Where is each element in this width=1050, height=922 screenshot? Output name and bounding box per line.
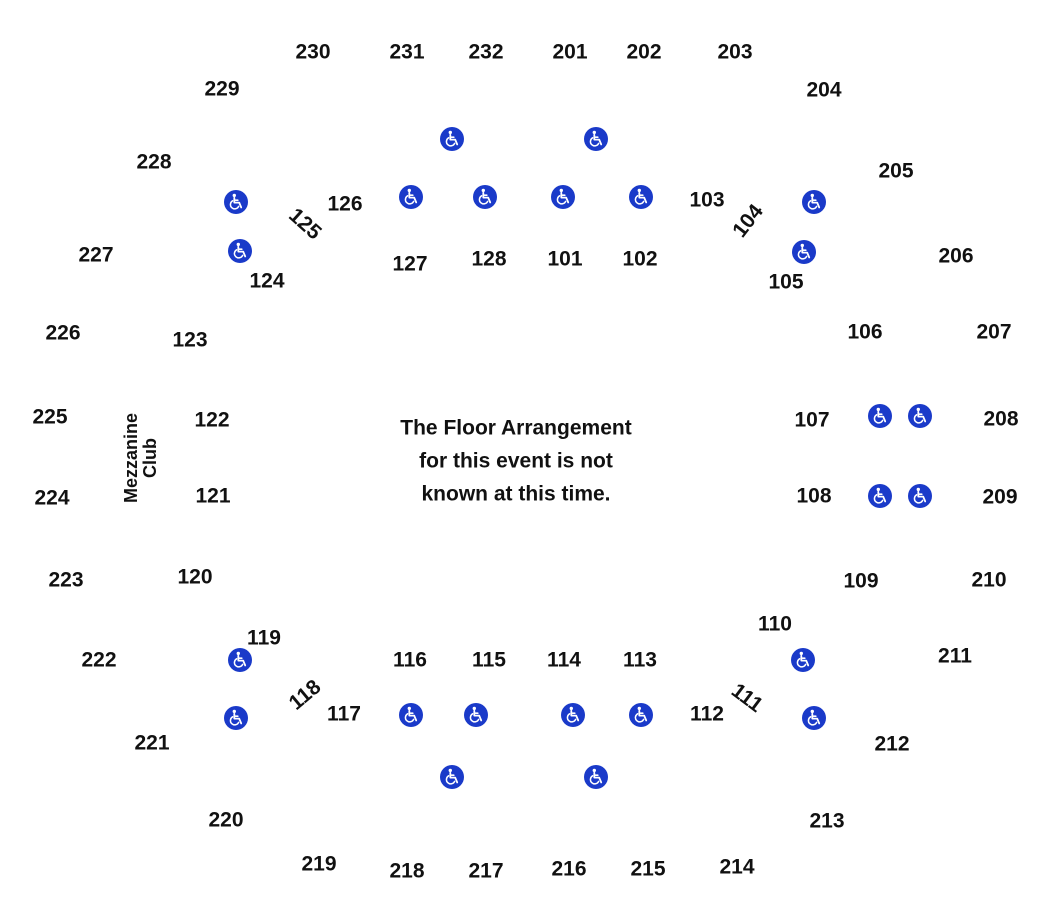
notice-line: known at this time. — [421, 482, 611, 506]
wheelchair-icon — [399, 703, 423, 727]
section-109[interactable]: 109 — [843, 569, 879, 593]
wheelchair-icon — [584, 127, 608, 151]
wheelchair-icon — [791, 648, 815, 672]
section-106[interactable]: 106 — [847, 320, 883, 344]
section-210[interactable]: 210 — [971, 568, 1007, 592]
notice-line: for this event is not — [419, 449, 613, 473]
section-225[interactable]: 225 — [32, 405, 68, 429]
section-226[interactable]: 226 — [45, 321, 81, 345]
section-104[interactable]: 104 — [728, 200, 768, 242]
wheelchair-icon — [440, 765, 464, 789]
section-228[interactable]: 228 — [136, 150, 172, 174]
wheelchair-icon — [908, 484, 932, 508]
section-224[interactable]: 224 — [34, 486, 70, 510]
section-203[interactable]: 203 — [717, 40, 753, 64]
section-114[interactable]: 114 — [547, 648, 581, 672]
section-223[interactable]: 223 — [48, 568, 84, 592]
section-208[interactable]: 208 — [983, 407, 1019, 431]
section-121[interactable]: 121 — [195, 484, 231, 508]
club-line: Mezzanine — [121, 412, 141, 504]
section-211[interactable]: 211 — [938, 644, 972, 668]
section-215[interactable]: 215 — [630, 857, 666, 881]
section-126[interactable]: 126 — [327, 192, 363, 216]
section-111[interactable]: 111 — [727, 678, 767, 718]
section-124[interactable]: 124 — [249, 269, 285, 293]
section-230[interactable]: 230 — [295, 40, 331, 64]
section-117[interactable]: 117 — [327, 702, 361, 726]
section-119[interactable]: 119 — [247, 626, 281, 650]
wheelchair-icon — [224, 190, 248, 214]
section-217[interactable]: 217 — [468, 859, 504, 883]
wheelchair-icon — [440, 127, 464, 151]
wheelchair-icon — [561, 703, 585, 727]
wheelchair-icon — [399, 185, 423, 209]
section-219[interactable]: 219 — [301, 852, 337, 876]
section-207[interactable]: 207 — [976, 320, 1012, 344]
section-102[interactable]: 102 — [622, 247, 658, 271]
wheelchair-icon — [868, 404, 892, 428]
wheelchair-icon — [802, 706, 826, 730]
section-122[interactable]: 122 — [194, 408, 230, 432]
section-103[interactable]: 103 — [689, 188, 725, 212]
section-206[interactable]: 206 — [938, 244, 974, 268]
section-108[interactable]: 108 — [796, 484, 832, 508]
wheelchair-icon — [629, 185, 653, 209]
section-220[interactable]: 220 — [208, 808, 244, 832]
section-222[interactable]: 222 — [81, 648, 117, 672]
section-229[interactable]: 229 — [204, 77, 240, 101]
wheelchair-icon — [228, 239, 252, 263]
section-218[interactable]: 218 — [389, 859, 425, 883]
section-201[interactable]: 201 — [552, 40, 588, 64]
wheelchair-icon — [802, 190, 826, 214]
section-202[interactable]: 202 — [626, 40, 662, 64]
section-216[interactable]: 216 — [551, 857, 587, 881]
section-227[interactable]: 227 — [78, 243, 114, 267]
section-115[interactable]: 115 — [472, 648, 506, 672]
section-123[interactable]: 123 — [172, 328, 208, 352]
section-113[interactable]: 113 — [623, 648, 657, 672]
section-214[interactable]: 214 — [719, 855, 755, 879]
section-127[interactable]: 127 — [392, 252, 428, 276]
wheelchair-icon — [868, 484, 892, 508]
wheelchair-icon — [224, 706, 248, 730]
section-125[interactable]: 125 — [284, 203, 326, 245]
section-120[interactable]: 120 — [177, 565, 213, 589]
section-205[interactable]: 205 — [878, 159, 914, 183]
wheelchair-icon — [629, 703, 653, 727]
wheelchair-icon — [908, 404, 932, 428]
club-line: Club — [140, 438, 160, 478]
section-105[interactable]: 105 — [768, 270, 804, 294]
section-232[interactable]: 232 — [468, 40, 504, 64]
section-204[interactable]: 204 — [806, 78, 842, 102]
wheelchair-icon — [792, 240, 816, 264]
floor-arrangement-notice: The Floor Arrangement for this event is … — [346, 412, 686, 511]
section-101[interactable]: 101 — [547, 247, 583, 271]
mezzanine-club-label[interactable]: Mezzanine Club — [121, 412, 160, 504]
section-209[interactable]: 209 — [982, 485, 1018, 509]
section-110[interactable]: 110 — [758, 612, 792, 636]
section-107[interactable]: 107 — [794, 408, 830, 432]
section-213[interactable]: 213 — [809, 809, 845, 833]
section-116[interactable]: 116 — [393, 648, 427, 672]
wheelchair-icon — [228, 648, 252, 672]
section-231[interactable]: 231 — [389, 40, 425, 64]
section-221[interactable]: 221 — [134, 731, 170, 755]
wheelchair-icon — [473, 185, 497, 209]
section-112[interactable]: 112 — [690, 702, 724, 726]
wheelchair-icon — [464, 703, 488, 727]
wheelchair-icon — [551, 185, 575, 209]
section-118[interactable]: 118 — [284, 675, 326, 715]
wheelchair-icon — [584, 765, 608, 789]
section-212[interactable]: 212 — [874, 732, 910, 756]
notice-line: The Floor Arrangement — [400, 416, 632, 440]
section-128[interactable]: 128 — [471, 247, 507, 271]
